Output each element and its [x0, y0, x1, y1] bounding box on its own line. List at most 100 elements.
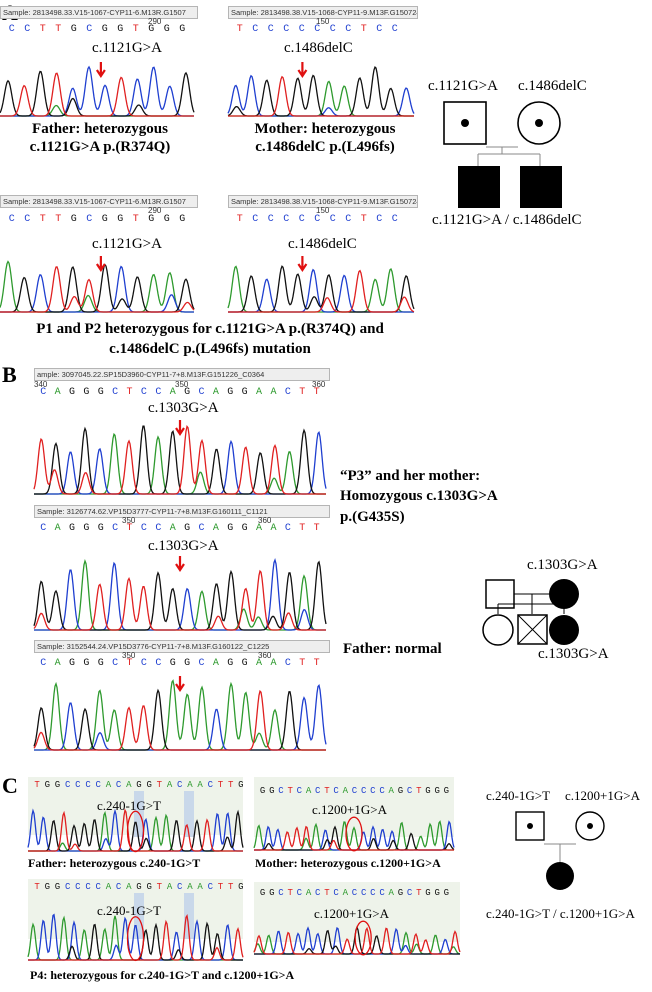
base-letter: G [269, 888, 275, 898]
base-letter: T [55, 214, 62, 225]
trace-line [0, 263, 195, 313]
base-letter: C [24, 214, 31, 225]
base-letter: G [227, 387, 234, 398]
base-letter: C [112, 387, 119, 398]
deceased-mark [517, 614, 548, 645]
chromatogram-b-trace2 [33, 556, 327, 631]
base-letter: A [388, 888, 394, 898]
base-letter: C [75, 882, 81, 892]
base-letter: A [187, 882, 193, 892]
base-letter: C [140, 387, 147, 398]
trace-line [254, 825, 454, 851]
base-letter: G [434, 888, 440, 898]
base-letter: T [313, 658, 320, 669]
pedigree-b-mother-label: c.1303G>A [527, 557, 598, 573]
sample-bar-b-trace1: ample: 3097045.22.SP15D3960-CYP11-7+8.M1… [34, 368, 330, 381]
base-letter: G [83, 658, 90, 669]
base-letter: G [169, 658, 176, 669]
caption-father-normal: Father: normal [343, 641, 442, 657]
sample-bar-a-mother: Sample: 2813498.38.V15-1068-CYP11-9.M13F… [228, 6, 418, 19]
base-letter: A [256, 658, 263, 669]
base-letter: T [360, 24, 367, 35]
pedigree-a [443, 101, 562, 208]
base-letter: C [40, 387, 47, 398]
base-letter: A [305, 888, 312, 898]
base-letter: G [68, 658, 75, 669]
pedigree-a-father-label: c.1121G>A [428, 78, 498, 94]
trace-line [0, 266, 195, 313]
chromatogram-c-father [27, 808, 244, 853]
mutation-label: c.1486delC [284, 40, 353, 56]
base-letter: C [267, 24, 274, 35]
position-label: 350 [175, 380, 189, 389]
pedigree-c-father-label: c.240-1G>T [486, 788, 551, 803]
base-letter: G [97, 387, 104, 398]
base-letter: C [155, 523, 162, 534]
base-letter: C [360, 786, 367, 796]
mutation-label: c.240-1G>T [97, 798, 162, 813]
base-letter: C [298, 214, 305, 225]
base-letter: A [169, 523, 176, 534]
affected-daughter-symbol [549, 615, 579, 645]
base-letter: C [198, 387, 205, 398]
base-letter: C [296, 888, 303, 898]
base-letter: G [163, 214, 170, 225]
mutation-circle [345, 816, 363, 852]
base-letter: G [397, 786, 404, 796]
base-letter: A [126, 882, 132, 892]
caption-father-line1: Father: heterozygous [32, 121, 168, 137]
base-letter: A [197, 882, 203, 892]
base-letter: C [376, 24, 383, 35]
base-letter: T [39, 24, 46, 35]
affected-son-symbol [458, 166, 500, 208]
base-letter: C [315, 786, 321, 796]
base-letter: C [207, 780, 213, 790]
base-letter: G [163, 24, 170, 35]
carrier-dot [535, 119, 543, 127]
mutation-label: c.1303G>A [148, 538, 219, 554]
caption-p3-line1: “P3” and her mother: [340, 468, 481, 484]
caption-a-bottom-line1: P1 and P2 heterozygous for c.1121G>A p.(… [36, 321, 384, 337]
position-label: 360 [312, 380, 326, 389]
base-letter: G [44, 780, 50, 790]
trace-background [254, 882, 460, 942]
mutation-arrow-icon [175, 420, 185, 436]
trace-line [34, 684, 327, 751]
pedigree-a-children-label: c.1121G>A / c.1486delC [432, 212, 582, 228]
trace-line [34, 425, 326, 495]
highlight-band [184, 791, 194, 837]
base-letter: G [434, 786, 440, 796]
panel-c-letter: C [2, 773, 18, 798]
base-letter: G [148, 214, 155, 225]
base-letter: T [236, 214, 243, 225]
highlight-band [184, 893, 194, 939]
base-letter: G [179, 24, 186, 35]
mutation-label: c.1121G>A [92, 236, 162, 252]
base-letter: C [391, 214, 398, 225]
base-letter: C [370, 786, 376, 796]
chromatogram-c-mother [253, 816, 455, 852]
position-label: 350 [122, 516, 136, 525]
caption-p3-line2: Homozygous c.1303G>A [340, 488, 498, 504]
base-letter: G [70, 214, 77, 225]
base-letter: T [287, 786, 293, 796]
base-letter: A [212, 523, 219, 534]
base-letter: G [117, 24, 124, 35]
base-letter: C [95, 882, 101, 892]
base-letter: C [86, 24, 93, 35]
sample-bar-b-trace2: Sample: 3126774.62.VP15D3777-CYP11-7+8.M… [34, 505, 330, 518]
trace-line [253, 926, 461, 955]
base-letter: C [252, 24, 259, 35]
base-letter: A [212, 387, 219, 398]
base-letter: G [83, 523, 90, 534]
base-letter: G [184, 658, 191, 669]
base-letter: C [314, 214, 321, 225]
base-letter: T [324, 786, 330, 796]
base-letter: G [101, 24, 108, 35]
base-letter: C [283, 214, 290, 225]
mutation-circle [126, 916, 145, 962]
position-label: 350 [122, 651, 136, 660]
base-letter: C [8, 24, 15, 35]
